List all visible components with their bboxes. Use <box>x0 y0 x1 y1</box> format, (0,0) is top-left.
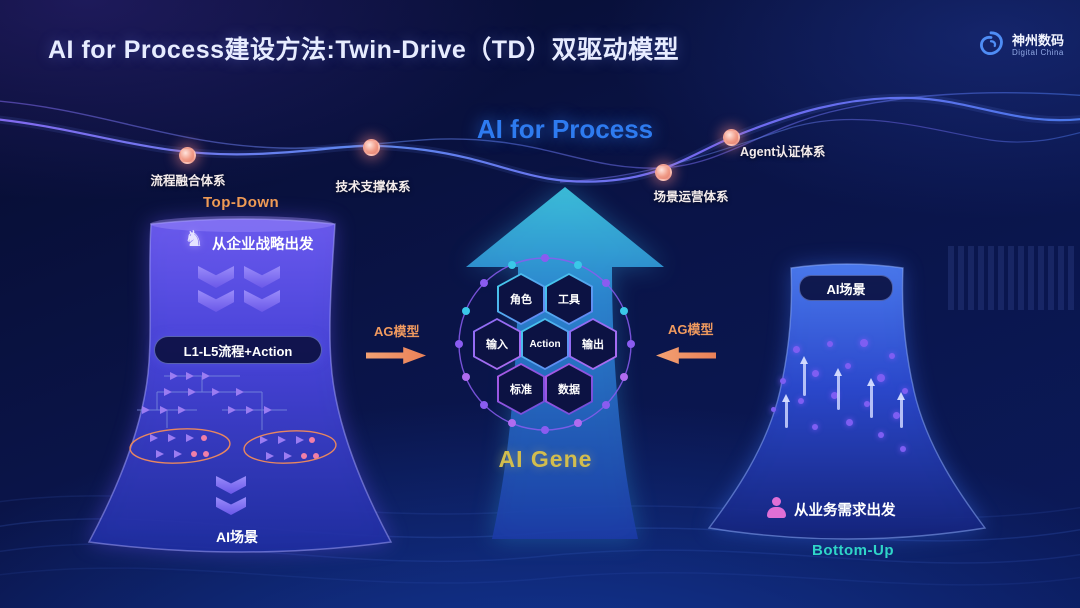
scatter-dot <box>780 378 786 384</box>
milestone-label: 场景运营体系 <box>653 190 729 204</box>
scatter-dot <box>878 432 884 438</box>
bottom-up-top-pill: AI场景 <box>799 275 893 301</box>
milestone-label: Agent认证体系 <box>740 145 826 159</box>
up-arrow-icon <box>782 394 791 428</box>
milestone-dot <box>723 129 740 146</box>
up-arrow-icon <box>867 378 876 418</box>
scatter-dot <box>812 424 818 430</box>
scatter-dot <box>864 401 870 407</box>
milestone-dot <box>655 164 672 181</box>
up-arrow-icon <box>897 392 906 428</box>
down-chevron-icon <box>216 476 246 494</box>
scatter-dot <box>812 370 819 377</box>
ag-model-label-left: AG模型 <box>374 324 420 339</box>
ag-model-label-right: AG模型 <box>668 322 714 337</box>
flow-ribbon-curve <box>0 92 1080 186</box>
mini-flowchart <box>129 372 337 464</box>
scatter-dot <box>798 398 804 404</box>
center-up-arrow <box>466 187 664 539</box>
scatter-dot <box>889 353 895 359</box>
down-chevron-icon <box>244 266 280 288</box>
milestone-label: 流程融合体系 <box>150 174 226 188</box>
down-chevron-icon <box>198 290 234 312</box>
scatter-dot <box>902 388 908 394</box>
up-arrow-icon <box>800 356 809 396</box>
knight-icon: ♞ <box>184 226 204 251</box>
down-chevron-icon <box>244 290 280 312</box>
bottom-up-start-text: 从业务需求出发 <box>794 503 896 519</box>
scatter-dot <box>893 412 900 419</box>
milestone-dot <box>363 139 380 156</box>
top-down-start-text: 从企业战略出发 <box>212 237 314 253</box>
scatter-dot <box>860 339 868 347</box>
brand-swirl-icon <box>980 31 1003 55</box>
down-chevron-icon <box>216 497 246 515</box>
brand-subtitle: Digital China <box>1011 47 1064 57</box>
scatter-dot <box>877 374 885 382</box>
scatter-dot <box>827 341 833 347</box>
gene-hex-label: 标准 <box>499 365 543 413</box>
flow-title: AI for Process <box>476 114 654 144</box>
bottom-up-label: Bottom-Up <box>812 542 894 559</box>
gene-title: AI Gene <box>498 446 593 472</box>
gene-hex-label: 输入 <box>475 320 519 368</box>
scatter-dot <box>845 363 851 369</box>
process-pill: L1-L5流程+Action <box>154 336 322 364</box>
milestone-dot <box>179 147 196 164</box>
top-down-funnel <box>87 216 393 553</box>
gene-ring <box>455 254 635 434</box>
brand-logo: 神州数码 Digital China <box>976 30 1064 60</box>
bottom-up-funnel <box>707 263 987 540</box>
gene-hex-label: 工具 <box>547 275 591 323</box>
gene-hex-label: 输出 <box>571 320 615 368</box>
brand-text: 神州数码 Digital China <box>1011 32 1064 57</box>
page-title: AI for Process建设方法:Twin-Drive（TD）双驱动模型 <box>48 36 680 64</box>
down-chevron-icon <box>198 266 234 288</box>
scatter-dot <box>831 392 838 399</box>
top-down-label: Top-Down <box>203 194 280 211</box>
scatter-dot <box>771 407 776 412</box>
brand-name: 神州数码 <box>1011 32 1064 48</box>
person-icon <box>766 497 788 519</box>
up-arrow-icon <box>834 368 843 410</box>
milestone-label: 技术支撑体系 <box>335 180 411 194</box>
scatter-dot <box>793 346 800 353</box>
dot-grid-texture <box>948 246 1074 310</box>
scatter-dot <box>846 419 853 426</box>
scatter-dot <box>900 446 906 452</box>
gene-hex-label: 角色 <box>499 275 543 323</box>
top-down-bottom-text: AI场景 <box>216 529 258 545</box>
gene-hex-label: Action <box>523 320 567 368</box>
gene-hex-label: 数据 <box>547 365 591 413</box>
